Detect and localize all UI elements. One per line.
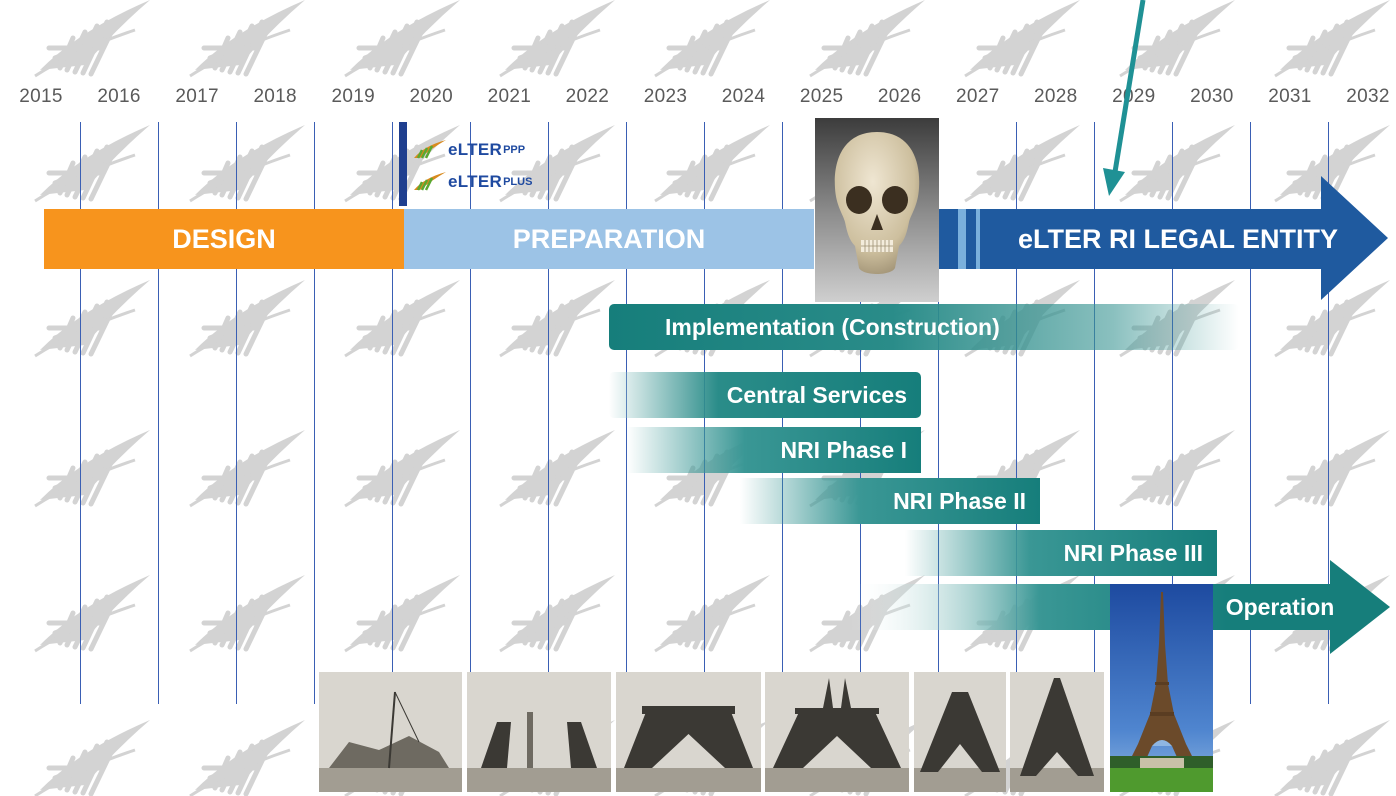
leaf-icon xyxy=(414,140,446,159)
year-gridline xyxy=(470,122,472,704)
year-gridline xyxy=(1328,122,1330,704)
construction-photo xyxy=(319,672,462,792)
logo-name: eLTER xyxy=(448,172,503,191)
year-label: 2022 xyxy=(565,86,610,107)
logo-suffix: PLUS xyxy=(503,176,533,188)
watermark-leaf-logo xyxy=(810,0,925,76)
year-label: 2024 xyxy=(721,86,766,107)
construction-photo xyxy=(914,672,1006,792)
year-gridline xyxy=(1250,122,1252,704)
year-label: 2031 xyxy=(1268,86,1312,107)
central-services-bar: Central Services xyxy=(609,372,921,418)
year-label: 2019 xyxy=(331,86,375,107)
year-gridline xyxy=(548,122,550,704)
watermark-leaf-logo xyxy=(1275,0,1390,76)
year-gridline xyxy=(80,122,82,704)
nri-phase-3-bar: NRI Phase III xyxy=(905,530,1217,576)
construction-photo xyxy=(467,672,611,792)
watermark-leaf-logo xyxy=(35,430,150,506)
watermark-leaf-logo xyxy=(655,125,770,201)
year-gridline xyxy=(236,122,238,704)
year-label: 2029 xyxy=(1112,86,1156,107)
watermark-leaf-logo xyxy=(345,430,460,506)
watermark-leaf-logo xyxy=(500,430,615,506)
watermark-leaf-logo xyxy=(35,720,150,796)
watermark-leaf-logo xyxy=(190,0,305,76)
nri-phase-1-bar: NRI Phase I xyxy=(627,427,921,473)
year-label: 2016 xyxy=(97,86,141,107)
year-gridline xyxy=(158,122,160,704)
watermark-leaf-logo xyxy=(35,0,150,76)
construction-photo xyxy=(765,672,909,792)
year-label: 2017 xyxy=(175,86,219,107)
watermark-leaf-logo xyxy=(35,575,150,651)
year-gridline xyxy=(1094,122,1096,704)
watermark-leaf-logo xyxy=(1275,720,1390,796)
watermark-leaf-logo xyxy=(1275,430,1390,506)
legal-entity-label: eLTER RI LEGAL ENTITY xyxy=(1017,224,1339,254)
watermark-leaf-logo xyxy=(35,125,150,201)
watermark-leaf-logo xyxy=(1120,430,1235,506)
watermark-leaf-logo xyxy=(190,280,305,356)
watermark-leaf-logo xyxy=(965,0,1080,76)
project-marker-bar xyxy=(399,122,407,206)
year-gridline xyxy=(1172,122,1174,704)
watermark-leaf-logo xyxy=(345,280,460,356)
year-label: 2025 xyxy=(799,86,844,107)
year-label: 2015 xyxy=(19,86,63,107)
year-label: 2030 xyxy=(1190,86,1234,107)
year-label: 2023 xyxy=(643,86,688,107)
watermark-leaf-logo xyxy=(190,575,305,651)
watermark-leaf-logo xyxy=(190,125,305,201)
watermark-leaf-logo xyxy=(190,430,305,506)
construction-photo xyxy=(616,672,761,792)
implementation-bar: Implementation (Construction) xyxy=(609,304,1239,350)
year-label: 2027 xyxy=(955,86,1000,107)
watermark-leaf-logo xyxy=(35,280,150,356)
nri-phase-2-bar: NRI Phase II xyxy=(740,478,1040,524)
year-gridline xyxy=(938,122,940,704)
watermark-leaf-logo xyxy=(345,575,460,651)
preparation-phase-bar: PREPARATION xyxy=(404,209,814,269)
year-label: 2028 xyxy=(1034,86,1078,107)
skull-image xyxy=(815,118,939,302)
year-label: 2018 xyxy=(253,86,297,107)
watermark-leaf-logo xyxy=(345,0,460,76)
year-gridline xyxy=(1016,122,1018,704)
year-gridline xyxy=(392,122,394,704)
watermark-leaf-logo xyxy=(500,0,615,76)
watermark-leaf-logo xyxy=(500,575,615,651)
leaf-icon xyxy=(414,172,446,191)
logo-name: eLTER xyxy=(448,140,503,159)
eiffel-tower-complete-photo xyxy=(1110,584,1213,792)
watermark-leaf-logo xyxy=(500,280,615,356)
year-label: 2020 xyxy=(409,86,454,107)
watermark-leaf-logo xyxy=(655,0,770,76)
watermark-leaf-logo xyxy=(655,575,770,651)
year-label: 2021 xyxy=(487,86,532,107)
watermark-leaf-logo xyxy=(190,720,305,796)
legal-entity-arrow xyxy=(938,176,1388,300)
pointer-arrow-icon xyxy=(1103,0,1146,196)
year-label: 2032 xyxy=(1346,86,1390,107)
year-gridline xyxy=(314,122,316,704)
design-phase-bar: DESIGN xyxy=(44,209,404,269)
logo-suffix: PPP xyxy=(503,144,526,156)
construction-photo xyxy=(1010,672,1104,792)
operation-label: Operation xyxy=(1225,594,1335,620)
year-label: 2026 xyxy=(877,86,922,107)
